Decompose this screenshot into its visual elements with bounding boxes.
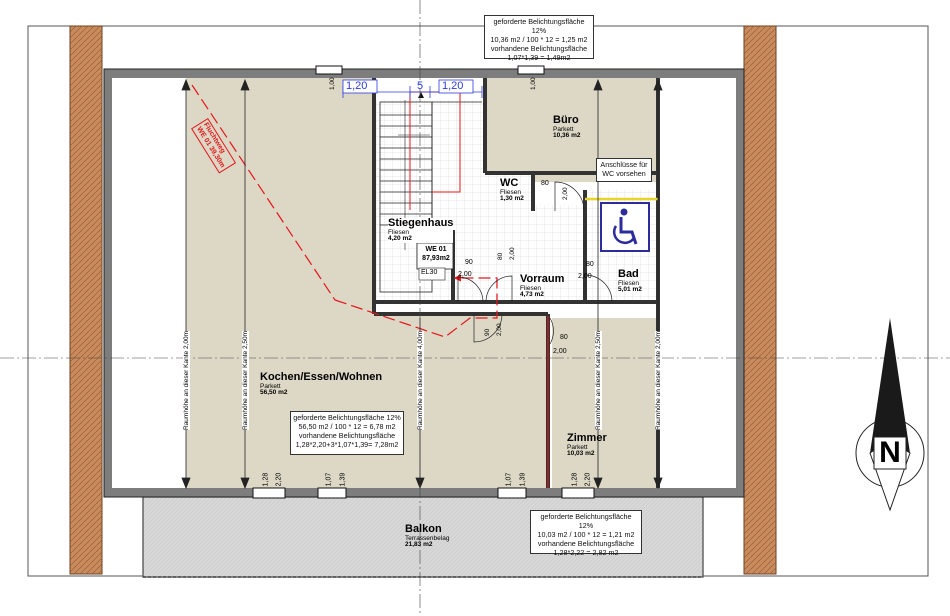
hall-floor-type: Fliesen	[520, 284, 541, 292]
room-area: 10,03 m2	[567, 450, 595, 458]
balcony-area: 21,83 m2	[405, 541, 433, 549]
note-room-line4: 1,28*2,22 = 2,82 m2	[553, 548, 619, 557]
hall-name: Vorraum	[520, 273, 565, 285]
room-label-balcony: Balkon Terrassenbelag 21,83 m2	[405, 523, 450, 549]
office-name: Büro	[553, 114, 579, 126]
note-office-line3: vorhandene Belichtungsfläche	[490, 44, 588, 53]
hall-area: 4,73 m2	[520, 291, 544, 299]
dim-blue-2: 1,20	[442, 80, 464, 92]
stair-area: 4,20 m2	[388, 235, 412, 243]
room-label-kitchen: Kochen/Essen/Wohnen Parkett 56,50 m2	[260, 371, 383, 397]
dim-bath-door-w: 80	[586, 261, 594, 268]
accessible-sign	[600, 202, 650, 252]
dim-win-b3-w: 1,07	[505, 472, 513, 487]
wc-floor-type: Fliesen	[500, 188, 521, 196]
top-windows	[315, 65, 545, 75]
room-floor	[552, 318, 658, 488]
dim-kitchen-door-h: 2,00	[496, 323, 503, 336]
room-label-office: Büro Parkett 10,36 m2	[553, 114, 581, 140]
dim-hall-door-h: 2,00	[509, 247, 516, 260]
note-room: geforderte Belichtungsfläche 12% 10,03 m…	[530, 510, 642, 557]
kitchen-floor-type: Parkett	[260, 382, 281, 390]
ceiling-label-z2: Raumhöhe an dieser Kante 2,00m	[655, 330, 662, 430]
balcony-name: Balkon	[405, 523, 442, 535]
door-swings	[457, 181, 613, 345]
dim-blue-1: 1,20	[346, 80, 368, 92]
kitchen-name: Kochen/Essen/Wohnen	[260, 371, 383, 383]
note-wc-hint: Anschlüsse für WC vorsehen	[596, 158, 652, 182]
office-floor-type: Parkett	[553, 125, 574, 133]
bath-area: 5,01 m2	[618, 286, 642, 294]
room-name: Zimmer	[567, 432, 607, 444]
dim-kitchen-door-w: 90	[484, 328, 491, 336]
unit-code: EL30	[421, 269, 438, 276]
note-office-line2: 10,36 m2 / 100 * 12 = 1,25 m2	[490, 35, 588, 44]
note-kitchen-line1: geforderte Belichtungsfläche 12%	[293, 413, 401, 422]
room-label-wc: WC Fliesen 1,30 m2	[500, 177, 524, 203]
wc-hint-line1: Anschlüsse für	[600, 160, 648, 169]
note-kitchen-line2: 56,50 m2 / 100 * 12 = 6,78 m2	[298, 422, 396, 431]
note-office: geforderte Belichtungsfläche 12% 10,36 m…	[484, 15, 594, 62]
room-label-bath: Bad Fliesen 5,01 m2	[618, 268, 642, 294]
room-label-stair: Stiegenhaus Fliesen 4,20 m2	[388, 217, 454, 244]
ceiling-label-z1: Raumhöhe an dieser Kante 2,50m	[595, 330, 602, 430]
ceiling-label-k1: Raumhöhe an dieser Kante 2,00m	[183, 330, 190, 430]
dim-window-top-1: 1,00	[329, 77, 336, 90]
escape-route-line	[191, 84, 498, 338]
dim-stair-door-w: 90	[465, 259, 473, 266]
note-office-line1: geforderte Belichtungsfläche 12%	[493, 17, 585, 35]
room-floor-type: Parkett	[567, 443, 588, 451]
ceiling-label-k3: Raumhöhe an dieser Kante 4,00m	[417, 330, 424, 430]
dim-win-b1-w: 1,28	[262, 472, 270, 487]
note-kitchen-line3: vorhandene Belichtungsfläche	[298, 431, 396, 440]
unit-name: WE 01	[425, 246, 447, 253]
compass-north	[855, 318, 925, 512]
stair-floor-type: Fliesen	[388, 228, 409, 236]
dim-win-b2-h: 1,39	[339, 472, 347, 487]
note-room-line1: geforderte Belichtungsfläche 12%	[540, 512, 632, 530]
kitchen-area: 56,50 m2	[260, 389, 288, 397]
dim-blue-mid: 5	[417, 80, 424, 92]
note-office-line4: 1,07*1,39 = 1,49m2	[507, 53, 571, 62]
ceiling-label-k2: Raumhöhe an dieser Kante 2,50m	[242, 330, 249, 430]
compass-letter: N	[879, 436, 901, 469]
dim-win-b2-w: 1,07	[325, 472, 333, 487]
note-room-line3: vorhandene Belichtungsfläche	[537, 539, 635, 548]
dim-win-b3-h: 1,39	[519, 472, 527, 487]
note-kitchen: geforderte Belichtungsfläche 12% 56,50 m…	[290, 411, 404, 455]
note-room-line2: 10,03 m2 / 100 * 12 = 1,21 m2	[537, 530, 635, 539]
bath-floor-type: Fliesen	[618, 279, 639, 287]
wc-area: 1,30 m2	[500, 195, 524, 203]
dim-stair-door-h: 2,00	[458, 271, 472, 278]
unit-area: 87,93m2	[422, 255, 450, 262]
dim-win-b4-h: 2,20	[584, 472, 592, 487]
wc-name: WC	[500, 177, 519, 189]
room-label-room: Zimmer Parkett 10,03 m2	[567, 432, 607, 458]
note-kitchen-line4: 1,28*2,20+3*1,07*1,39= 7,28m2	[295, 440, 399, 449]
dim-bath-door-h: 2,00	[578, 273, 592, 280]
dim-window-top-2: 1,00	[530, 77, 537, 90]
dim-hall-door-w: 80	[497, 252, 504, 260]
wc-floor	[485, 173, 533, 211]
dim-win-b4-w: 1,28	[571, 472, 579, 487]
dim-win-b1-h: 2,20	[275, 472, 283, 487]
wc-hint-line2: WC vorsehen	[602, 169, 646, 178]
bottom-windows	[252, 487, 595, 499]
room-label-hall: Vorraum Fliesen 4,73 m2	[520, 273, 565, 299]
unit-label: WE 01 87,93m2	[419, 245, 453, 263]
dim-wc-door-h: 2,00	[562, 187, 569, 200]
dim-room-door-h: 2,00	[553, 348, 567, 355]
office-area: 10,36 m2	[553, 132, 581, 140]
balcony-floor-type: Terrassenbelag	[405, 534, 450, 542]
dim-wc-door-w: 80	[541, 180, 549, 187]
dim-room-door-w: 80	[560, 334, 568, 341]
bath-name: Bad	[618, 268, 639, 280]
stair-name: Stiegenhaus	[388, 217, 454, 229]
